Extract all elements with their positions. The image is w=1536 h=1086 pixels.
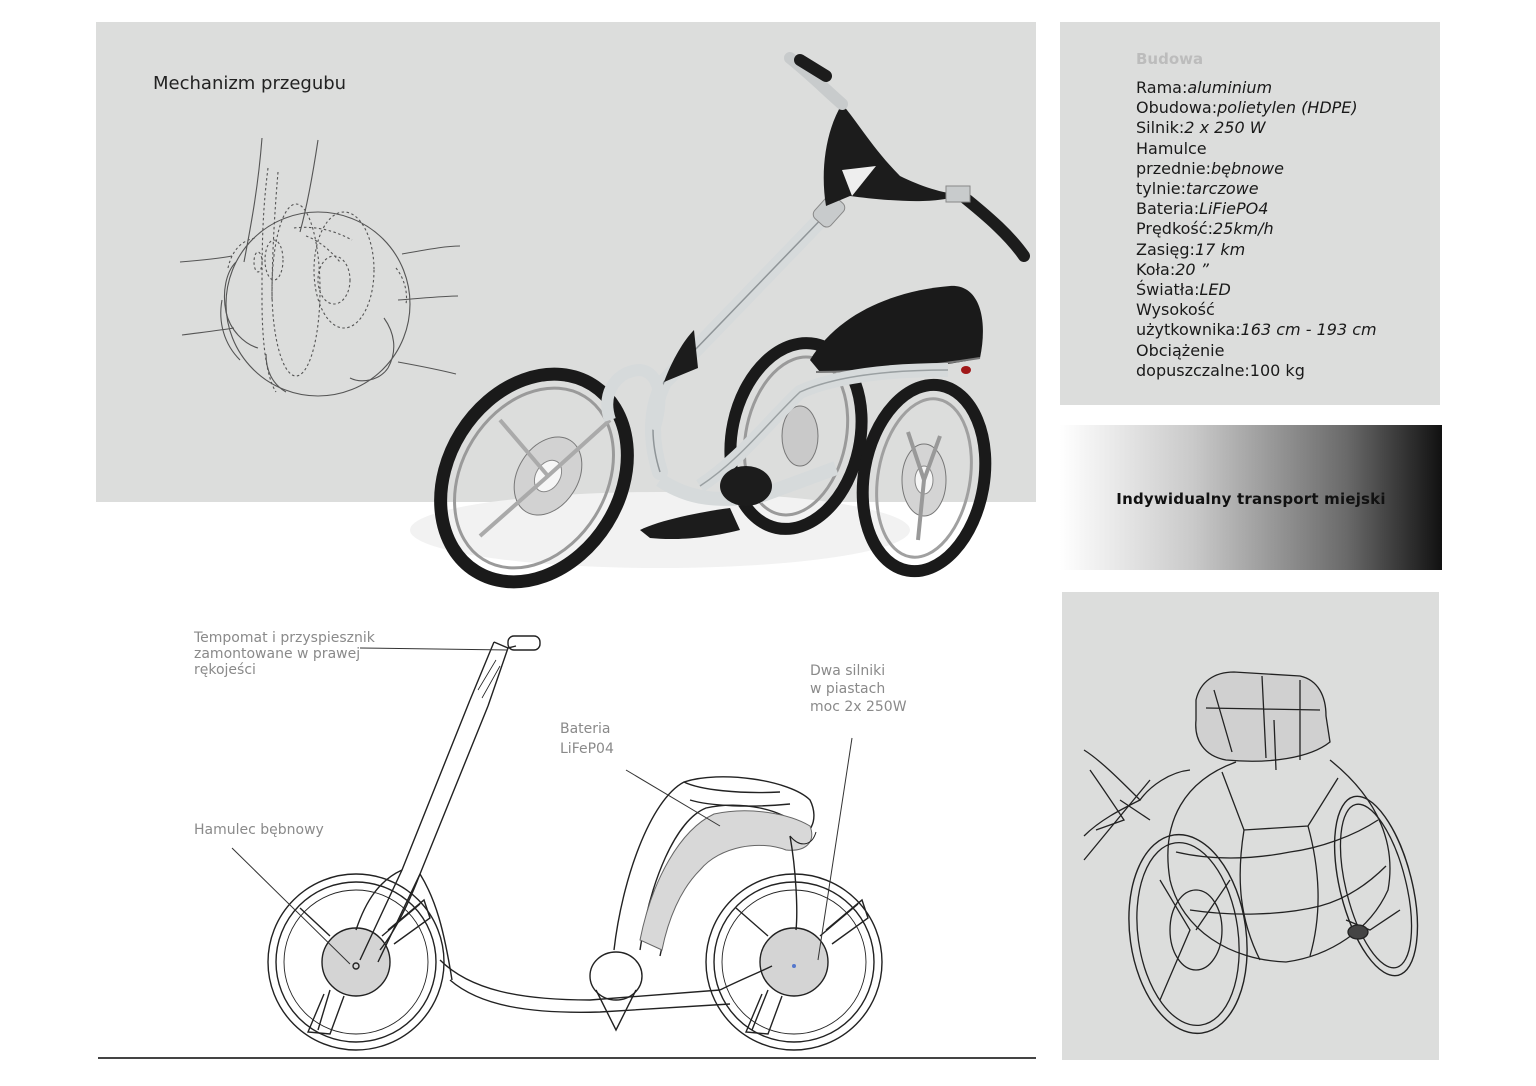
spec-row: Prędkość:25km/h xyxy=(1136,219,1377,239)
spec-value: LED xyxy=(1199,280,1231,300)
joint-mechanism-title: Mechanizm przegubu xyxy=(153,73,347,94)
spec-label: dopuszczalne: xyxy=(1136,360,1250,380)
banner-title: Indywidualny transport miejski xyxy=(1116,490,1386,508)
callout-cruise-control: Tempomat i przyspiesznik zamontowane w p… xyxy=(194,630,375,678)
spec-label: tylnie: xyxy=(1136,179,1187,199)
rear-wheel-near xyxy=(856,378,992,578)
spec-label: Zasięg: xyxy=(1136,239,1195,259)
front-wheel xyxy=(434,367,634,589)
spec-value: 2 x 250 W xyxy=(1184,118,1266,138)
spec-value: polietylen (HDPE) xyxy=(1217,98,1358,118)
spec-label: Rama: xyxy=(1136,78,1188,97)
spec-label: przednie: xyxy=(1136,158,1211,178)
spec-row: Bateria:LiFiePO4 xyxy=(1136,199,1377,219)
spec-row: Wysokość xyxy=(1136,300,1377,320)
spec-row: dopuszczalne:100 kg xyxy=(1136,361,1377,381)
sketch-panel xyxy=(1062,592,1439,1060)
banner-panel xyxy=(1060,425,1442,570)
spec-value: bębnowe xyxy=(1210,158,1284,178)
spec-label: Silnik: xyxy=(1136,118,1185,138)
spec-value: 100 kg xyxy=(1249,360,1305,380)
spec-label: Światła: xyxy=(1136,280,1200,300)
spec-label: Prędkość: xyxy=(1136,219,1213,239)
spec-label: Hamulce xyxy=(1136,138,1207,158)
side-view-drawing xyxy=(267,635,883,1051)
spec-value: 163 cm - 193 cm xyxy=(1240,320,1377,340)
rear-wheel-far xyxy=(724,337,868,535)
spec-value: 20 ” xyxy=(1175,259,1209,279)
joint-mechanism-sketch xyxy=(179,137,461,397)
callout-leaders xyxy=(231,647,853,965)
spec-label: Koła: xyxy=(1136,259,1176,279)
spec-row: Rama:aluminium xyxy=(1136,78,1377,98)
callout-battery: Bateria LiFeP04 xyxy=(560,721,614,757)
spec-value: LiFiePO4 xyxy=(1199,199,1269,219)
spec-row: Światła:LED xyxy=(1136,280,1377,300)
spec-row: Obciążenie xyxy=(1136,341,1377,361)
spec-panel xyxy=(1060,22,1440,405)
spec-row: Zasięg:17 km xyxy=(1136,240,1377,260)
spec-row: tylnie:tarczowe xyxy=(1136,179,1377,199)
spec-row: Obudowa:polietylen (HDPE) xyxy=(1136,98,1377,118)
rear-perspective-sketch xyxy=(1083,671,1419,1035)
spec-value: 25km/h xyxy=(1212,219,1274,239)
spec-row: Silnik:2 x 250 W xyxy=(1136,118,1377,138)
spec-label: Wysokość xyxy=(1136,300,1215,320)
spec-value: tarczowe xyxy=(1186,179,1259,199)
ground-line xyxy=(98,1057,1036,1059)
rendered-scooter xyxy=(410,52,1030,589)
spec-row: Hamulce xyxy=(1136,139,1377,159)
spec-value: aluminium xyxy=(1187,78,1273,97)
spec-label: Bateria: xyxy=(1136,199,1200,219)
spec-row: Koła:20 ” xyxy=(1136,260,1377,280)
spec-label: użytkownika: xyxy=(1136,320,1241,340)
callout-hub-motors: Dwa silniki w piastach moc 2x 250W xyxy=(810,663,907,715)
spec-row: przednie:bębnowe xyxy=(1136,159,1377,179)
spec-label: Obudowa: xyxy=(1136,98,1218,118)
callout-drum-brake: Hamulec bębnowy xyxy=(194,822,324,838)
spec-heading: Budowa xyxy=(1136,50,1204,68)
spec-value: 17 km xyxy=(1194,239,1246,259)
spec-label: Obciążenie xyxy=(1136,340,1225,360)
spec-row: użytkownika:163 cm - 193 cm xyxy=(1136,320,1377,340)
